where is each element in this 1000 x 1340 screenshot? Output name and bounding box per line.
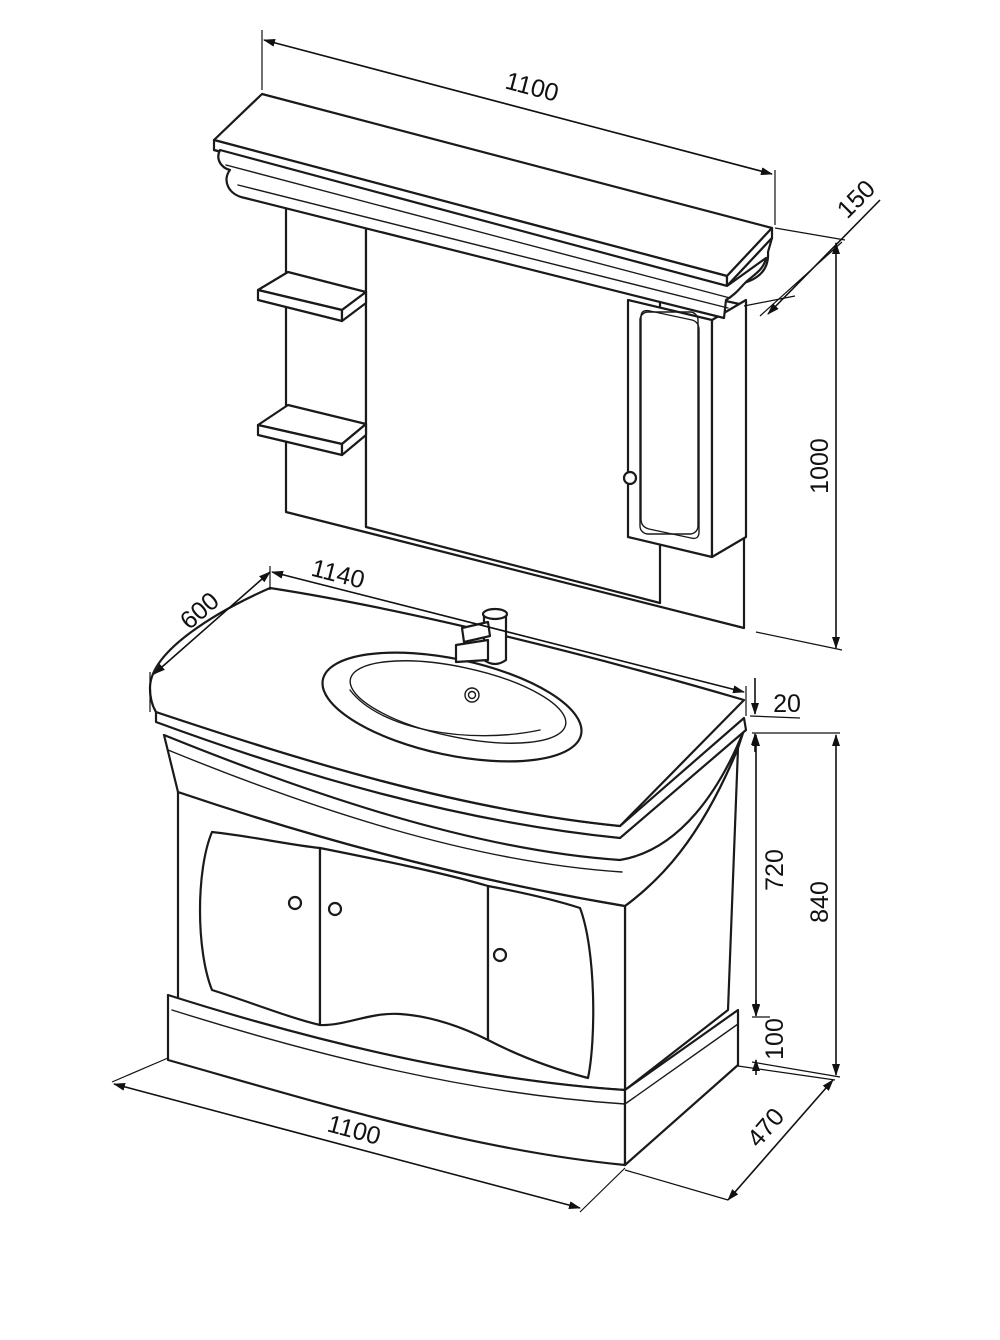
mirror-cabinet [212,92,774,630]
dim-line-mirror-depth [767,199,881,315]
label-countertop-width: 1140 [308,554,367,594]
vanity-unit [148,586,748,1167]
dimension-lines [111,30,881,1213]
dim-line-cabinet-depth [727,1079,834,1201]
shelf-upper [256,270,368,323]
cabinet-apron [162,728,746,908]
label-mirror-height: 1000 [806,438,834,494]
dim-line-cabinet-width [113,1082,581,1210]
label-cabinet-height: 720 [761,849,789,891]
dim-line-countertop-width [271,570,745,694]
door-right [486,884,595,1080]
label-plinth-height: 100 [761,1018,789,1060]
label-total-height: 840 [806,881,834,923]
label-mirror-width: 1100 [502,67,561,108]
knob-center [327,901,343,917]
knob-right [492,947,508,963]
side-cabinet-knob [622,470,638,486]
label-mirror-depth: 150 [832,175,881,224]
dim-line-countertop-depth [153,571,271,675]
door-left [198,830,322,1027]
door-center [318,846,490,1042]
label-countertop-thickness: 20 [773,690,801,718]
label-cabinet-depth: 470 [742,1103,791,1153]
plinth-side [623,1008,740,1167]
shelf-lower [256,403,368,457]
knob-left [287,895,303,911]
dim-line-mirror-width [263,38,773,176]
faucet [454,607,509,666]
